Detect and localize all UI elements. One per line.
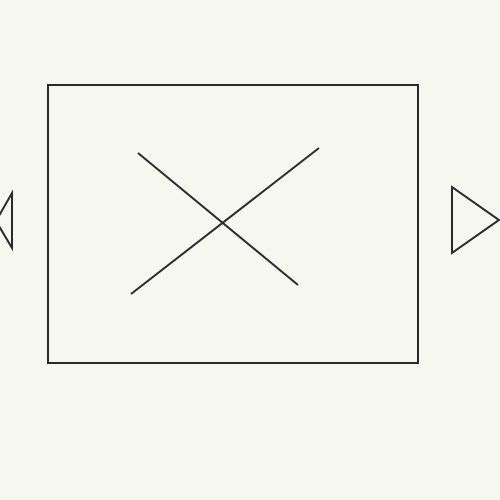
image-placeholder-frame (47, 84, 419, 364)
image-placeholder (47, 84, 419, 364)
triangle-right-icon (451, 185, 500, 255)
next-button[interactable] (442, 178, 500, 262)
triangle-left-icon (0, 189, 13, 252)
previous-button[interactable] (0, 185, 22, 257)
image-placeholder-icon (130, 147, 320, 295)
